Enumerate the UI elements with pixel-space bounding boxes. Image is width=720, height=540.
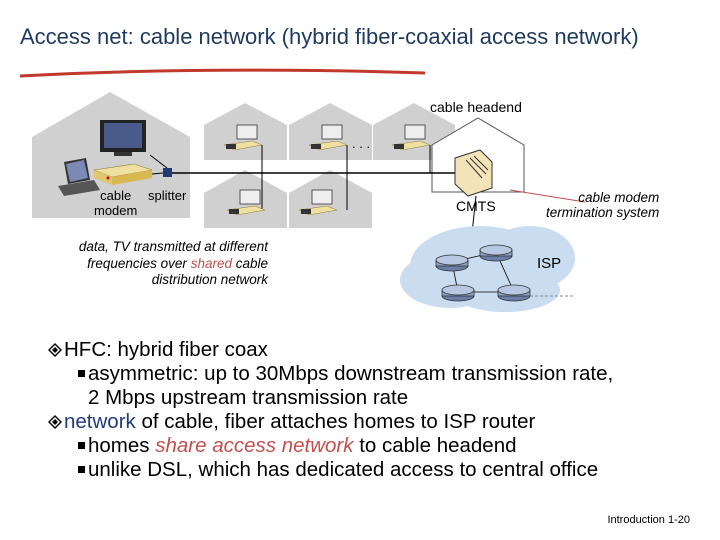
cmts-pointer	[509, 189, 586, 203]
bullet-network: network of cable, fiber attaches homes t…	[48, 410, 710, 434]
cable-modem-icon	[92, 163, 153, 185]
laptop-icon	[58, 158, 100, 196]
slide-footer: Introduction 1-20	[607, 514, 690, 526]
sub-bullet-share: homes share access network to cable head…	[50, 434, 710, 458]
transmission-note: data, TV transmitted at different freque…	[78, 239, 268, 287]
home-device-2	[308, 124, 348, 151]
sub-bullet-asymmetric: asymmetric: up to 30Mbps downstream tran…	[50, 362, 710, 386]
cable-headend-label: cable headend	[430, 99, 522, 115]
sub-bullet-asymmetric-cont: 2 Mbps upstream transmission rate	[88, 386, 409, 409]
cmts-description: cable modem termination system	[546, 190, 660, 220]
square-bullet-icon	[78, 466, 85, 473]
bullet-list: HFC: hybrid fiber coax asymmetric: up to…	[48, 338, 710, 482]
home-device-3	[391, 124, 431, 151]
bullet-hfc: HFC: hybrid fiber coax	[48, 338, 710, 362]
ellipsis-label: . . .	[352, 136, 371, 151]
square-bullet-icon	[78, 370, 85, 377]
home-device-4	[226, 189, 266, 216]
cmts-icon	[454, 149, 493, 197]
home-device-1	[223, 124, 263, 151]
splitter-icon	[163, 168, 172, 177]
cable-modem-label: cable modem	[94, 188, 138, 218]
slide-title: Access net: cable network (hybrid fiber-…	[20, 24, 639, 49]
square-bullet-icon	[78, 442, 85, 449]
diamond-bullet-icon	[48, 343, 62, 357]
tv-icon	[100, 120, 146, 156]
cmts-label: CMTS	[456, 198, 496, 214]
isp-label: ISP	[537, 255, 562, 272]
splitter-label: splitter	[148, 188, 187, 203]
hfc-diagram	[19, 68, 586, 312]
home-device-5	[298, 189, 338, 216]
diamond-bullet-icon	[48, 415, 62, 429]
sub-bullet-dsl: unlike DSL, which has dedicated access t…	[50, 458, 710, 482]
title-underline	[19, 68, 426, 78]
router-icon	[435, 244, 531, 302]
